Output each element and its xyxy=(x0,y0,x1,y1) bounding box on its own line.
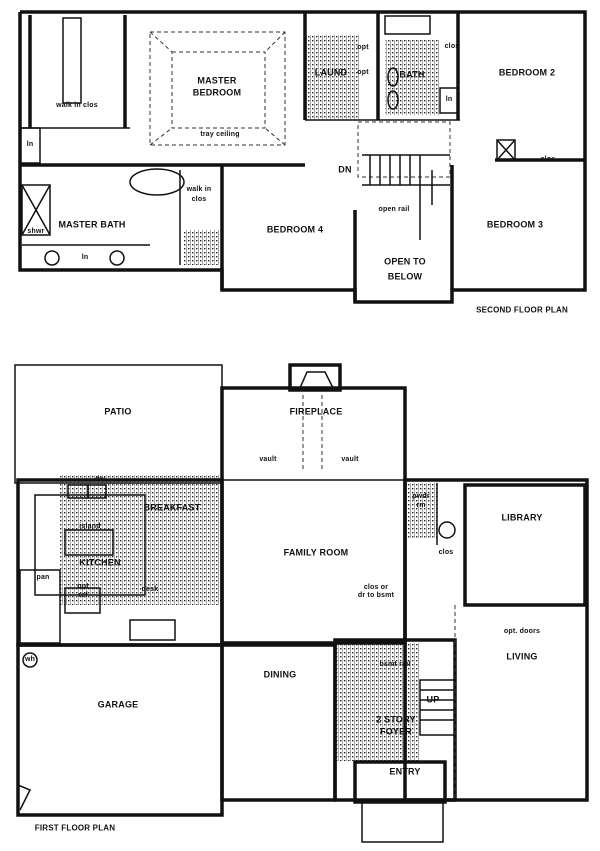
open-to-below-label-2: BELOW xyxy=(387,271,423,282)
stairs-up-label: UP xyxy=(426,694,440,705)
island-label: island xyxy=(79,523,101,530)
master-bedroom-label-2: BEDROOM xyxy=(192,87,242,98)
fireplace-label: FIREPLACE xyxy=(289,406,343,417)
dining-label: DINING xyxy=(263,669,297,680)
powder-room-label: pwdr xyxy=(412,493,430,500)
master-bath-label: MASTER BATH xyxy=(58,219,126,230)
vault-note-right: vault xyxy=(341,456,359,463)
closet-or-basement-door-note: clos or xyxy=(363,584,389,591)
opt-ref-label-2: ref xyxy=(78,592,88,599)
linen-label: ln xyxy=(445,96,453,103)
master-linen-label: ln xyxy=(26,141,34,148)
bedroom-3-closet-label: clos xyxy=(540,156,556,163)
stairs-down xyxy=(362,154,450,240)
opt-label-2: opt xyxy=(357,69,369,76)
vault-note-left: vault xyxy=(259,456,277,463)
closet-label: clos xyxy=(438,549,454,556)
first-floor-title: FIRST FLOOR PLAN xyxy=(34,823,116,833)
living-label: LIVING xyxy=(506,651,538,662)
opt-ref-label: opt xyxy=(77,583,89,590)
dishwasher-label: dw xyxy=(94,476,106,483)
entry-label: ENTRY xyxy=(389,766,421,777)
master-bedroom-label: MASTER xyxy=(197,75,237,86)
patio-label: PATIO xyxy=(104,406,132,417)
library-label: LIBRARY xyxy=(501,512,543,523)
walk-in-closet-2-label: walk in xyxy=(186,186,212,193)
garage-label: GARAGE xyxy=(97,699,139,710)
first-floor-walls xyxy=(14,363,589,843)
opt-label: opt xyxy=(357,44,369,51)
pantry-label: pan xyxy=(36,574,50,581)
water-heater-label: wh xyxy=(24,656,36,663)
shower-label: shwr xyxy=(27,228,45,235)
powder-room-label-2: rm xyxy=(416,502,426,509)
open-rail-note: open rail xyxy=(378,206,410,213)
foyer-label: 2 STORY xyxy=(376,714,416,725)
second-floor-title: SECOND FLOOR PLAN xyxy=(476,305,568,315)
walk-in-closet-label: walk in clos xyxy=(56,102,98,109)
laundry-label: LAUND xyxy=(314,67,348,78)
family-room-label: FAMILY ROOM xyxy=(283,547,349,558)
open-to-below-label: OPEN TO xyxy=(384,256,426,267)
basement-rail-note: bsmt rail xyxy=(379,661,411,668)
vanity-linen-label: ln xyxy=(81,254,89,261)
desk-label: desk xyxy=(141,586,159,593)
walk-in-closet-2-label-2: clos xyxy=(191,196,207,203)
bath-closet-label: clos xyxy=(444,43,460,50)
kitchen-label: KITCHEN xyxy=(79,557,121,568)
bedroom-3-label: BEDROOM 3 xyxy=(486,219,544,230)
closet-or-basement-door-note-2: dr to bsmt xyxy=(357,592,395,599)
tray-ceiling-note: tray ceiling xyxy=(200,131,240,138)
breakfast-label: BREAKFAST xyxy=(143,502,201,513)
bedroom-4-label: BEDROOM 4 xyxy=(266,224,324,235)
opt-doors-note: opt. doors xyxy=(503,628,541,635)
foyer-label-2: FOYER xyxy=(379,726,413,737)
second-floor-walls xyxy=(18,10,587,304)
bath-label: BATH xyxy=(399,69,425,80)
bedroom-2-label: BEDROOM 2 xyxy=(498,67,556,78)
stairs-down-label: DN xyxy=(338,164,352,175)
